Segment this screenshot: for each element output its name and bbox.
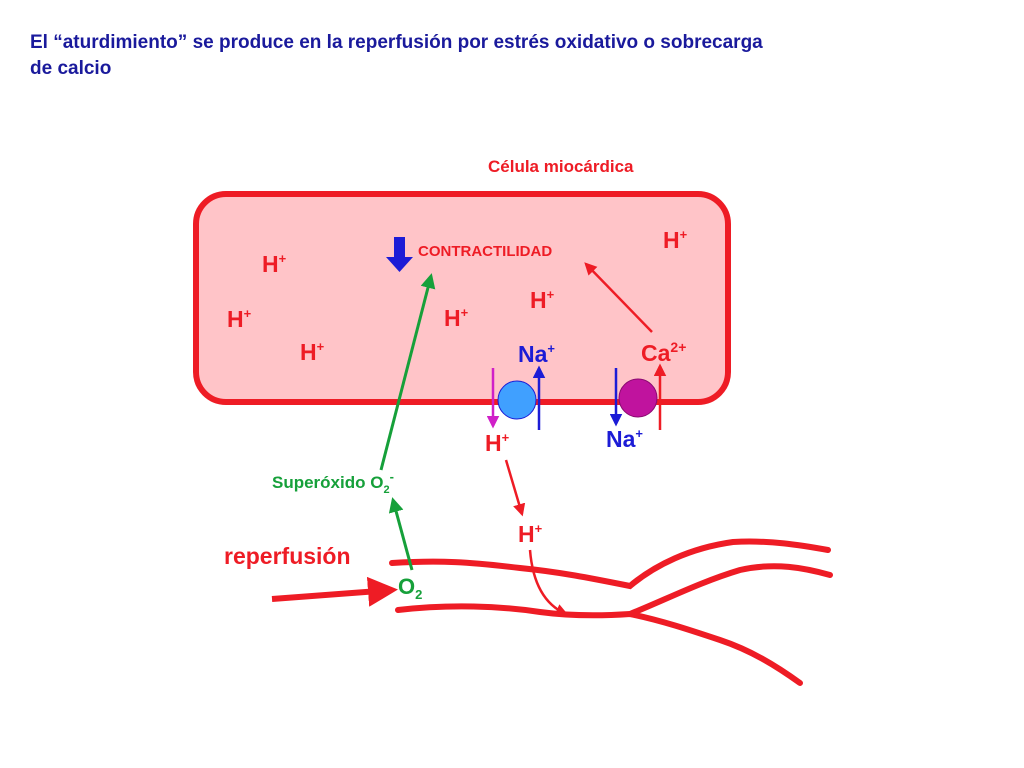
down-arrow-icon (386, 237, 413, 272)
oxygen-label: O2 (398, 574, 422, 602)
svg-text:H+: H+ (300, 339, 325, 365)
contractility-label: CONTRACTILIDAD (418, 243, 552, 260)
svg-text:Na+: Na+ (518, 341, 555, 367)
h-ion-6: H+ (663, 227, 688, 253)
superoxide-to-contractility-arrow (379, 273, 436, 471)
na-ca-exchanger (618, 378, 658, 418)
na-ion-outside: Na+ (606, 426, 643, 452)
svg-text:H+: H+ (485, 430, 510, 456)
cell-label: Célula miocárdica (488, 157, 634, 176)
h-to-blood-arrow (504, 459, 526, 517)
svg-text:Ca2+: Ca2+ (641, 339, 686, 366)
h-ion-outside: H+ (485, 430, 510, 456)
h-ion-1: H+ (262, 251, 287, 277)
svg-text:O2: O2 (398, 574, 422, 602)
svg-text:Na+: Na+ (606, 426, 643, 452)
calcium-to-contractility-arrow (584, 262, 653, 333)
reperfusion-label: reperfusión (224, 543, 351, 569)
reperfusion-arrow (271, 576, 398, 607)
title-line-2: de calcio (30, 58, 112, 79)
svg-text:Superóxido O2-: Superóxido O2- (272, 469, 394, 496)
na-ion-inside: Na+ (518, 341, 555, 367)
ca-ion-inside: Ca2+ (641, 339, 686, 366)
h-ion-2: H+ (227, 306, 252, 332)
svg-text:H+: H+ (530, 287, 555, 313)
superoxide-label: Superóxido O2- (272, 469, 394, 496)
h-ion-3: H+ (300, 339, 325, 365)
h-ion-blood: H+ (518, 521, 543, 547)
h-into-vessel-arrow (528, 549, 569, 616)
blood-vessel (389, 538, 833, 686)
svg-text:H+: H+ (227, 306, 252, 332)
svg-text:H+: H+ (663, 227, 688, 253)
oxygen-to-superoxide-arrow (388, 497, 414, 571)
h-ion-5: H+ (530, 287, 555, 313)
svg-text:H+: H+ (518, 521, 543, 547)
svg-text:H+: H+ (444, 305, 469, 331)
na-h-exchanger (497, 380, 537, 420)
slide-title: El “aturdimiento” se produce en la reper… (30, 30, 930, 82)
myocardial-cell (193, 191, 731, 405)
title-line-1: El “aturdimiento” se produce en la reper… (30, 32, 763, 53)
svg-text:H+: H+ (262, 251, 287, 277)
h-ion-4: H+ (444, 305, 469, 331)
